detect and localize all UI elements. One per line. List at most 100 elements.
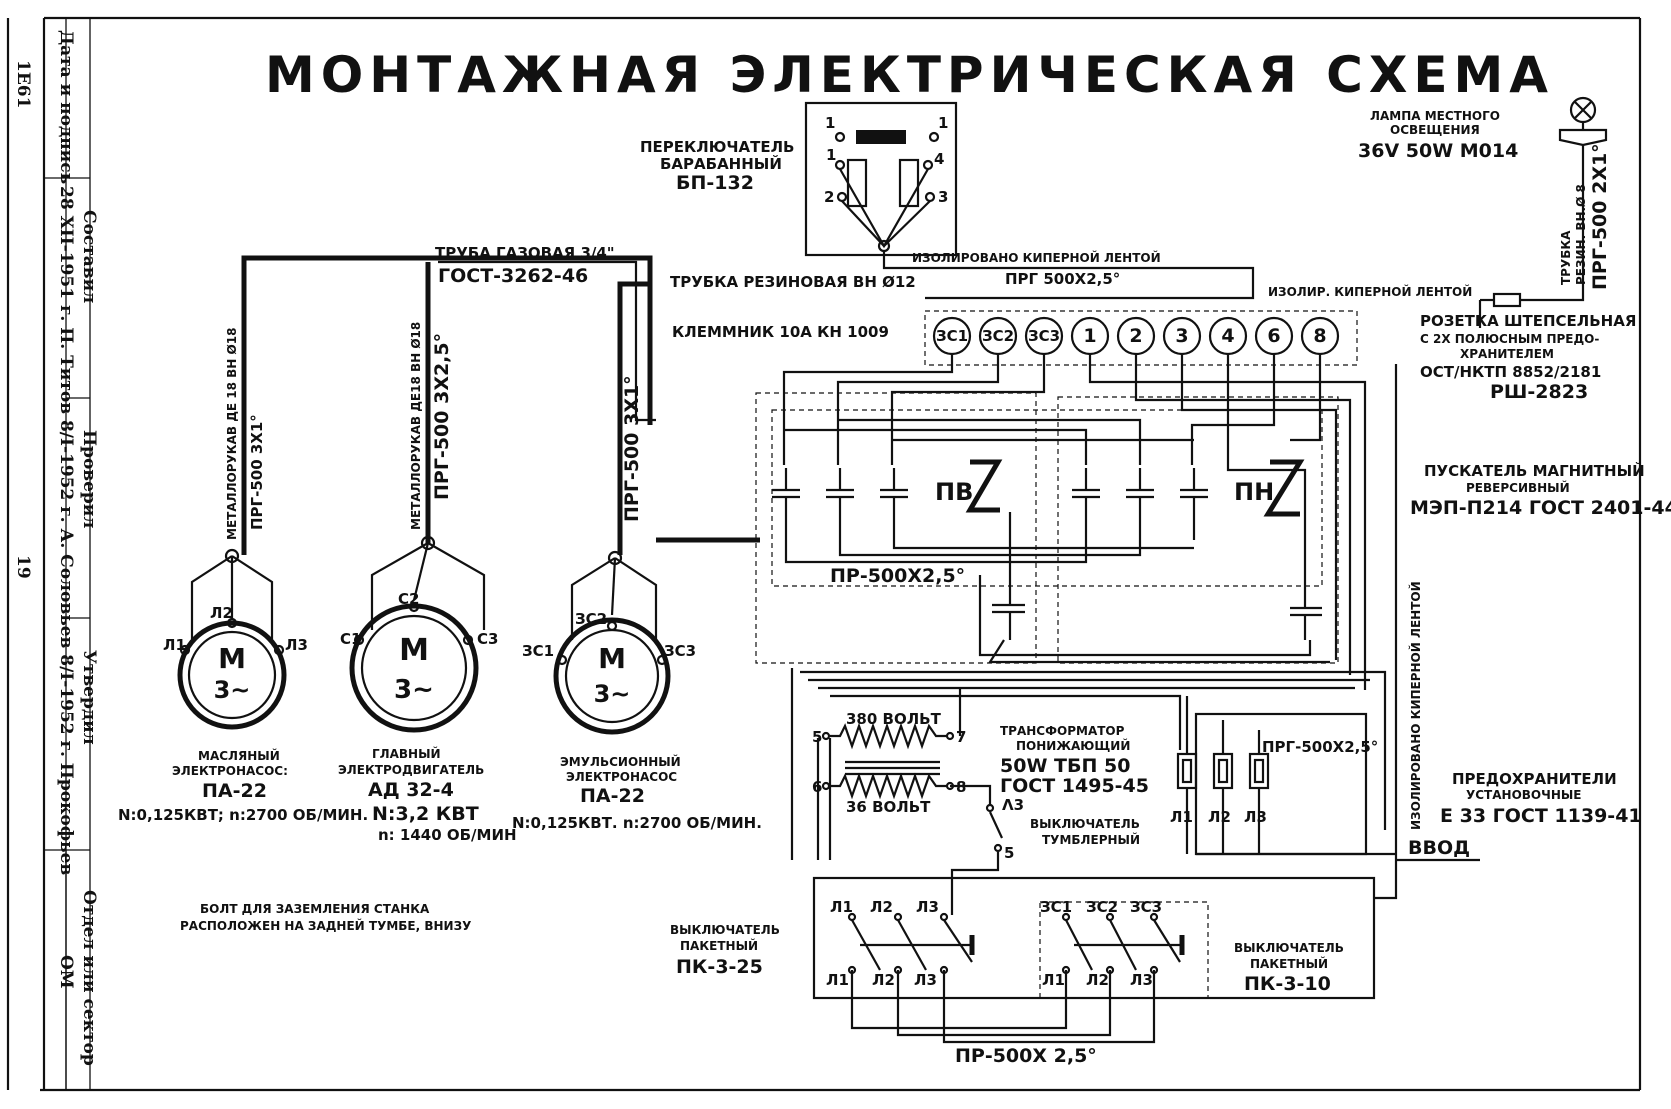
- ground-bolt-note: БОЛТ ДЛЯ ЗАЗЕМЛЕНИЯ СТАНКА РАСПОЛОЖЕН НА…: [180, 902, 471, 933]
- terminal-1-label: 1: [1083, 325, 1096, 347]
- packet-switches: Л1 Л2 Л3 Л1 Л2 Л3 ВЫКЛЮЧАТЕЛЬ ПАКЕТНЫЙ П…: [670, 876, 1376, 1067]
- conduit-2-line-1: МЕТАЛЛОРУКАВ ДЕ18 ВН Ø18: [409, 322, 423, 530]
- magnetic-starter: ПВ ПН ПР-500Х2,5° ПУСКАТЕЛЬ МАГНИТН: [656, 354, 1671, 690]
- toggle-term-l3: Λ3: [1002, 796, 1024, 814]
- insulated-vertical-label: ИЗОЛИРОВАНО КИПЕРНОЙ ЛЕНТОЙ: [1408, 581, 1423, 830]
- motor-emul-term-3: ЗС3: [664, 642, 696, 660]
- fuses-line-1: ПРЕДОХРАНИТЕЛИ: [1452, 770, 1617, 788]
- motor-main-term-2: С2: [398, 590, 419, 608]
- starter-contacts-rev: ПН: [1072, 459, 1305, 540]
- motor-oil-phase: 3~: [214, 676, 251, 704]
- motor-emulsion-pump: М 3~ ЗС1 ЗС2 ЗС3 ЭМУЛЬСИОННЫЙ ЭЛЕКТРОНАС…: [512, 550, 762, 832]
- gas-pipe-gost: ГОСТ-3262-46: [438, 265, 588, 287]
- drum-switch-contact-1a: 1: [825, 114, 835, 132]
- pk25-switch: Л1 Л2 Л3 Л1 Л2 Л3 ВЫКЛЮЧАТЕЛЬ ПАКЕТНЫЙ П…: [670, 898, 975, 989]
- prg-fuse-label: ПРГ-500Х2,5°: [1262, 738, 1378, 756]
- socket-line-4: ОСТ/НКТП 8852/2181: [1420, 363, 1601, 381]
- starter-line-1: ПУСКАТЕЛЬ МАГНИТНЫЙ: [1424, 461, 1645, 480]
- page-title: МОНТАЖНАЯ ЭЛЕКТРИЧЕСКАЯ СХЕМА: [265, 46, 1554, 104]
- pk25-bottom-1: Л1: [826, 971, 849, 989]
- terminal-8: 8: [1300, 316, 1340, 356]
- conduit-2-line-2: ПРГ-500 3Х2,5°: [431, 333, 453, 500]
- transformer-primary-voltage: 380 ВОЛЬТ: [846, 710, 942, 728]
- socket-line-5: РШ-2823: [1490, 381, 1588, 403]
- terminal-4: 4: [1208, 316, 1248, 356]
- pk25-line-2: ПАКЕТНЫЙ: [680, 938, 758, 953]
- gas-pipe-name: ТРУБА ГАЗОВАЯ 3/4": [435, 244, 615, 262]
- lamp-tube-size: РЕЗИН. ВН.Ø 8: [1574, 184, 1588, 285]
- starter-line-3: МЭП-П214 ГОСТ 2401-44: [1410, 497, 1671, 519]
- lamp-spec: 36V 50W M014: [1358, 140, 1518, 162]
- toggle-line-2: ТУМБЛЕРНЫЙ: [1042, 832, 1140, 847]
- pk25-bottom-3: Л3: [914, 971, 937, 989]
- motor-oil-pump: М 3~ Л1 Л2 Л3 МАСЛЯНЫЙ ЭЛЕКТРОНАСОС: ПА-…: [118, 548, 368, 824]
- transformer-line-1: ТРАНСФОРМАТОР: [1000, 724, 1125, 738]
- terminal-3: 3: [1162, 316, 1202, 356]
- insulated-right-label: ИЗОЛИР. КИПЕРНОЙ ЛЕНТОЙ: [1268, 284, 1472, 299]
- motor-main-model: АД 32-4: [368, 779, 454, 801]
- starter-fwd-label: ПВ: [935, 478, 973, 506]
- socket-line-3: ХРАНИТЕЛЕМ: [1460, 347, 1554, 361]
- drum-switch: 1 1 1 4 2 3 ПЕРЕКЛЮЧАТЕЛЬ БАРАБАННЫЙ БП-…: [640, 101, 958, 257]
- transformer-term-6: 6: [812, 778, 822, 796]
- transformer-secondary-voltage: 36 ВОЛЬТ: [846, 798, 931, 816]
- toggle-line-1: ВЫКЛЮЧАТЕЛЬ: [1030, 817, 1140, 831]
- lamp-name-2: ОСВЕЩЕНИЯ: [1390, 123, 1480, 137]
- transformer-line-2: ПОНИЖАЮЩИЙ: [1016, 738, 1130, 753]
- stamp-approved-header: Утвердил: [79, 650, 99, 745]
- motor-oil-spec: N:0,125КВТ; n:2700 ОБ/МИН.: [118, 806, 368, 824]
- pk25-top-2: Л2: [870, 898, 893, 916]
- motor-emul-line-2: ЭЛЕКТРОНАСОС: [566, 770, 677, 784]
- motor-emul-spec: N:0,125КВТ. n:2700 ОБ/МИН.: [512, 814, 762, 832]
- terminal-block: КЛЕММНИК 10А КН 1009 ЗС1 ЗС2 ЗС3 1 2 3 4…: [672, 310, 1358, 366]
- terminal-zs3: ЗС3: [1024, 316, 1064, 356]
- stamp-department-header: Отдел или сектор: [79, 890, 99, 1066]
- drum-switch-contact-1b: 1: [938, 114, 948, 132]
- drum-switch-kind: БАРАБАННЫЙ: [660, 154, 782, 173]
- pk10-bottom-3: Л3: [1130, 971, 1153, 989]
- pk10-bottom-1: Л1: [1042, 971, 1065, 989]
- title-block: Дата и подпись 28 XII-1951 г. П. Титов 8…: [6, 18, 99, 1090]
- pk25-top-1: Л1: [830, 898, 853, 916]
- motor-main-line-2: ЭЛЕКТРОДВИГАТЕЛЬ: [338, 763, 484, 777]
- terminal-1: 1: [1070, 316, 1110, 356]
- motor-main-term-3: С3: [477, 630, 498, 648]
- page-number: 19: [13, 555, 33, 579]
- socket-line-2: С 2Х ПОЛЮСНЫМ ПРЕДО-: [1420, 332, 1599, 346]
- motor-oil-term-1: Л1: [163, 636, 186, 654]
- starter-rev-label: ПН: [1234, 478, 1274, 506]
- pk25-top-3: Л3: [916, 898, 939, 916]
- pk10-bottom-2: Л2: [1086, 971, 1109, 989]
- pr-mid-label: ПР-500Х2,5°: [830, 565, 965, 587]
- terminal-zs1-label: ЗС1: [936, 327, 968, 345]
- motor-oil-line-2: ЭЛЕКТРОНАСОС:: [172, 764, 288, 778]
- terminal-2: 2: [1116, 316, 1156, 356]
- terminal-zs2-label: ЗС2: [982, 327, 1014, 345]
- terminal-zs3-label: ЗС3: [1028, 327, 1060, 345]
- pk10-line-1: ВЫКЛЮЧАТЕЛЬ: [1234, 941, 1344, 955]
- motor-oil-symbol: М: [218, 642, 246, 675]
- motor-main-term-1: С1: [340, 630, 361, 648]
- socket-labels: РОЗЕТКА ШТЕПСЕЛЬНАЯ С 2Х ПОЛЮСНЫМ ПРЕДО-…: [1420, 312, 1636, 403]
- pk10-switch: ЗС1 ЗС2 ЗС3 Л1 Л2 Л3 ВЫКЛЮЧАТЕЛЬ ПАКЕТНЫ…: [1040, 898, 1344, 995]
- terminal-zs1: ЗС1: [932, 316, 972, 356]
- pr-bottom-label: ПР-500Х 2,5°: [955, 1045, 1097, 1067]
- conduit-1-line-2: ПРГ-500 3Х1°: [248, 414, 266, 530]
- terminal-3-label: 3: [1175, 325, 1188, 347]
- fuses-line-2: УСТАНОВОЧНЫЕ: [1466, 788, 1582, 802]
- transformer-term-5: 5: [812, 728, 822, 746]
- insulated-top-label: ИЗОЛИРОВАНО КИПЕРНОЙ ЛЕНТОЙ: [912, 250, 1161, 265]
- drum-switch-contact-3: 3: [938, 188, 948, 206]
- stamp-signatures: 28 XII-1951 г. П. Титов 8/I-1952 г. А. С…: [56, 186, 76, 875]
- sheet-code: 1Е61: [13, 60, 33, 108]
- motor-main-spec: N:3,2 КВТ: [372, 803, 479, 825]
- motor-emul-line-1: ЭМУЛЬСИОННЫЙ: [560, 754, 681, 769]
- stamp-date-signature-header: Дата и подпись: [56, 30, 76, 184]
- fuses-line-3: Е 33 ГОСТ 1139-41: [1440, 805, 1642, 827]
- terminal-8-label: 8: [1313, 325, 1326, 347]
- ground-bolt-line-2: РАСПОЛОЖЕН НА ЗАДНЕЙ ТУМБЕ, ВНИЗУ: [180, 918, 471, 933]
- cable-top-label: ПРГ 500Х2,5°: [1005, 270, 1120, 288]
- starter-contacts-fwd: ПВ: [772, 459, 1003, 540]
- terminal-6: 6: [1254, 316, 1294, 356]
